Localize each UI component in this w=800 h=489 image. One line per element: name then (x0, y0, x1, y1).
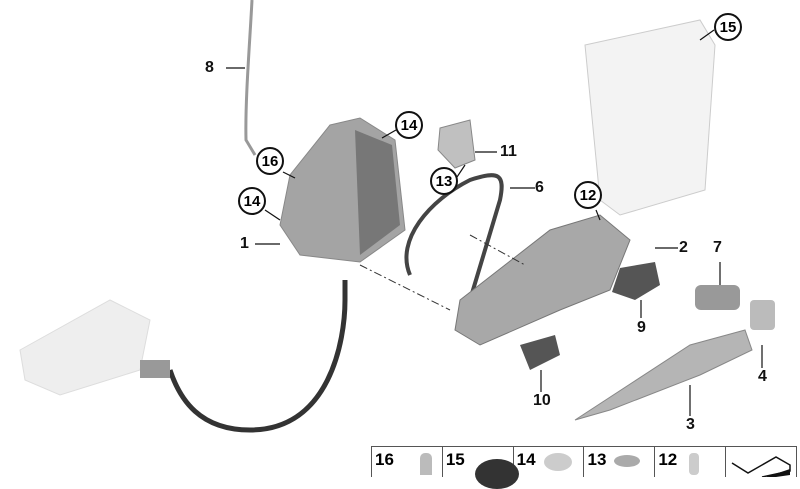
cap-4 (750, 300, 775, 330)
screw-icon (543, 453, 572, 471)
cable-8 (244, 0, 257, 156)
door-handle (574, 329, 753, 421)
bowden-cable-6 (404, 173, 504, 301)
callout-11: 11 (500, 143, 517, 160)
nut-icon (420, 453, 432, 475)
parts-cell-12: 12 (655, 447, 727, 477)
parts-illustration (19, 0, 775, 433)
callout-10: 10 (533, 392, 551, 409)
door-panel (584, 19, 716, 216)
callout-7: 7 (713, 239, 722, 256)
bracket-11 (437, 119, 476, 169)
gasket-9 (612, 262, 660, 300)
parts-cell-13: 13 (584, 447, 656, 477)
callout-4: 4 (758, 368, 767, 385)
callout-14b: 14 (238, 187, 266, 215)
callout-2: 2 (679, 239, 688, 256)
callout-8: 8 (205, 59, 214, 76)
callout-6: 6 (535, 179, 544, 196)
plug-icon (474, 459, 519, 489)
parts-cell-14: 14 (514, 447, 585, 477)
handle-carrier (454, 214, 631, 346)
gasket-10 (520, 335, 560, 370)
callout-3: 3 (686, 416, 695, 433)
lower-cable (167, 280, 348, 433)
callout-16: 16 (256, 147, 284, 175)
parts-cell-16: 16 (372, 447, 443, 477)
bolt-icon (689, 453, 700, 475)
callout-14: 14 (395, 111, 423, 139)
callout-13: 13 (430, 167, 458, 195)
callout-12: 12 (574, 181, 602, 209)
inner-handle (19, 299, 151, 396)
parts-table: 16 15 14 13 12 (371, 446, 797, 489)
callout-9: 9 (637, 319, 646, 336)
callout-15: 15 (714, 13, 742, 41)
lock-cylinder (695, 285, 740, 310)
callout-1: 1 (240, 235, 249, 252)
countersunk-screw-icon (614, 455, 641, 467)
